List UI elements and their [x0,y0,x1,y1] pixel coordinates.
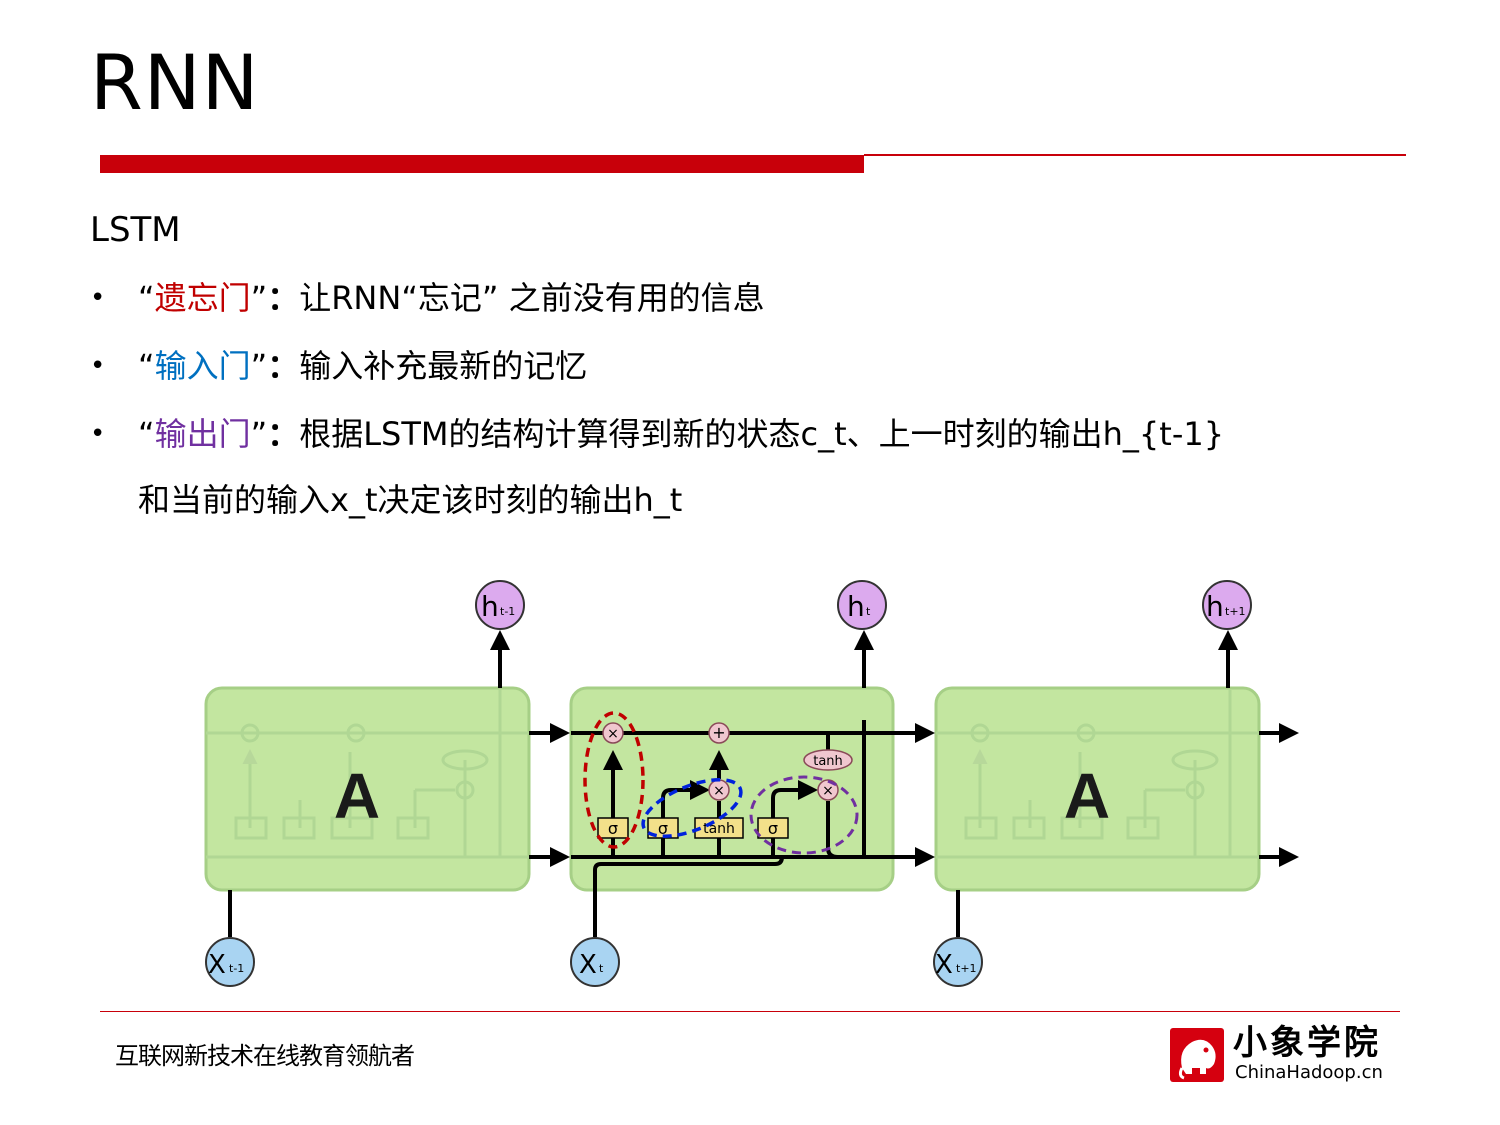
sigma-label: σ [608,819,618,838]
current-cell-internals [571,720,893,937]
node-sub-label: t-1 [500,605,515,618]
add-op [708,722,730,744]
times-label: × [607,726,619,742]
node-sub-label: t [599,962,604,975]
colon: ： [267,279,300,317]
sigma-label: σ [658,819,668,838]
input-node [205,937,255,987]
inner-close-quote: ” [481,279,499,317]
colon: ： [267,415,300,453]
bullet-continuation: 和当前的输入x_t决定该时刻的输出h_t [138,481,683,519]
bullet-text: “遗忘门”：让RNN“忘记” 之前没有用的信息 [138,276,765,320]
forget-gate-highlight [583,711,645,849]
footer-divider [100,1011,1400,1012]
node-main-label: h [847,590,865,623]
lstm-cell-current [569,686,895,892]
section-heading: LSTM [90,210,181,250]
bullet-dot: • [90,283,106,313]
title-underline-thick [100,155,864,173]
output-node [1202,580,1252,630]
close-quote: ” [250,415,268,453]
close-quote: ” [250,279,268,317]
slide-title: RNN [90,38,260,127]
cell-label-prev: A [334,760,380,832]
lstm-cell-next: A [934,686,1261,892]
inner-open-quote: “ [401,279,418,317]
lstm-cell-prev: A [204,686,531,892]
gate-name-forget: 遗忘门 [154,279,251,317]
multiply-op [602,722,624,744]
bullet-description: 输入补充最新的记忆 [299,347,588,385]
node-main-label: X [208,950,226,980]
node-main-label: h [1206,590,1224,623]
node-main-label: h [481,590,499,623]
node-main-label: X [935,950,953,980]
faded-internal-lines [206,690,529,859]
sigma-label: σ [768,819,778,838]
open-quote: “ [138,279,155,317]
tanh-box [694,817,744,839]
gate-name-input: 输入门 [154,347,251,385]
open-quote: “ [138,347,155,385]
brand-logo: 小象学院 ChinaHadoop.cn [1170,1023,1390,1086]
quoted-word: 忘记 [417,279,482,317]
node-sub-label: t+1 [956,962,977,975]
input-nodes: X t-1 X t X t+1 [205,937,983,987]
multiply-op [817,779,839,801]
title-underline-thin [864,154,1406,156]
forget-sigma-box [597,817,629,839]
colon: ： [267,347,300,385]
bullet-text: “输入门”：输入补充最新的记忆 [138,344,587,388]
node-main-label: X [579,950,597,980]
cell-label-next: A [1064,760,1110,832]
close-quote: ” [250,347,268,385]
bullet-dot: • [90,419,106,449]
input-node [933,937,983,987]
times-label: × [822,783,834,799]
input-sigma-box [647,817,679,839]
elephant-logo-icon [1170,1028,1224,1082]
logo-english-name: ChinaHadoop.cn [1235,1062,1383,1083]
pointwise-ops: × + × × tanh [602,722,853,801]
plus-label: + [712,723,725,742]
output-sigma-box [757,817,789,839]
footer-slogan: 互联网新技术在线教育领航者 [115,1042,415,1070]
tanh-label: tanh [813,754,843,769]
input-gate-highlight [641,778,743,838]
output-node [475,580,525,630]
node-sub-label: t-1 [229,962,244,975]
output-nodes: h t-1 h t h t+1 [475,580,1252,630]
node-sub-label: t [866,605,871,618]
times-label: × [713,783,725,799]
chain-arrows [228,630,1299,937]
bullet-text: “输出门”：根据LSTM的结构计算得到新的状态c_t、上一时刻的输出h_{t-1… [138,412,1224,456]
bullet-post-text: 之前没有用的信息 [498,279,765,317]
bullet-description: 根据LSTM的结构计算得到新的状态c_t、上一时刻的输出h_{t-1} [299,415,1225,453]
output-gate-highlight [749,775,859,855]
output-node [837,580,887,630]
bullet-dot: • [90,351,106,381]
faded-internal-lines [936,690,1259,859]
bullet-pre-text: 让RNN [299,279,402,317]
node-sub-label: t+1 [1225,605,1246,618]
gate-name-output: 输出门 [154,415,251,453]
open-quote: “ [138,415,155,453]
input-node [570,937,620,987]
tanh-op [803,749,853,771]
logo-chinese-name: 小象学院 [1233,1023,1381,1063]
